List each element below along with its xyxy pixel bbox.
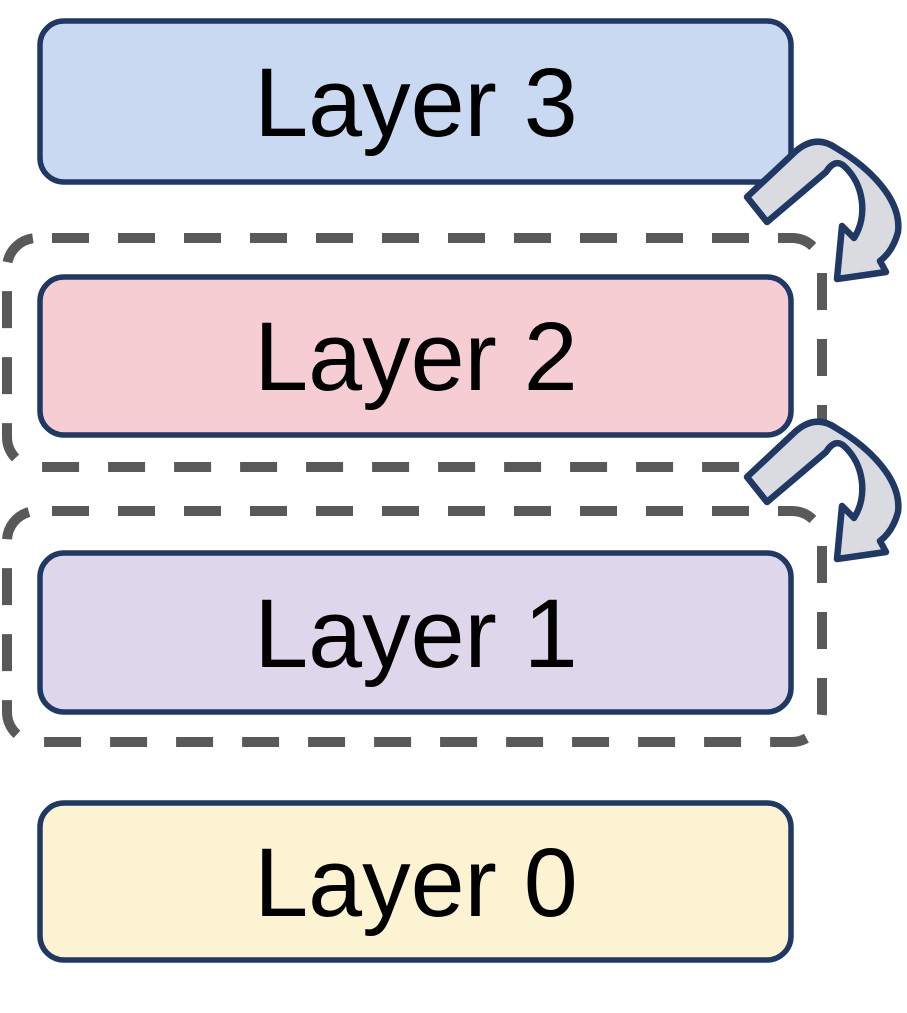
layer-0-box (37, 800, 794, 963)
dashed-group-box-layer1 (2, 506, 827, 747)
loop-arrow-icon (747, 422, 898, 559)
layer-2-box (37, 274, 794, 438)
layer-3-box (37, 18, 794, 185)
layer-2-label: Layer 2 (254, 302, 578, 411)
layer-1-box (37, 550, 794, 715)
layer-0-label: Layer 0 (254, 828, 578, 937)
layer-1-label: Layer 1 (254, 579, 578, 688)
layer-3-label: Layer 3 (254, 48, 578, 157)
dashed-group-box-layer2 (2, 233, 827, 472)
